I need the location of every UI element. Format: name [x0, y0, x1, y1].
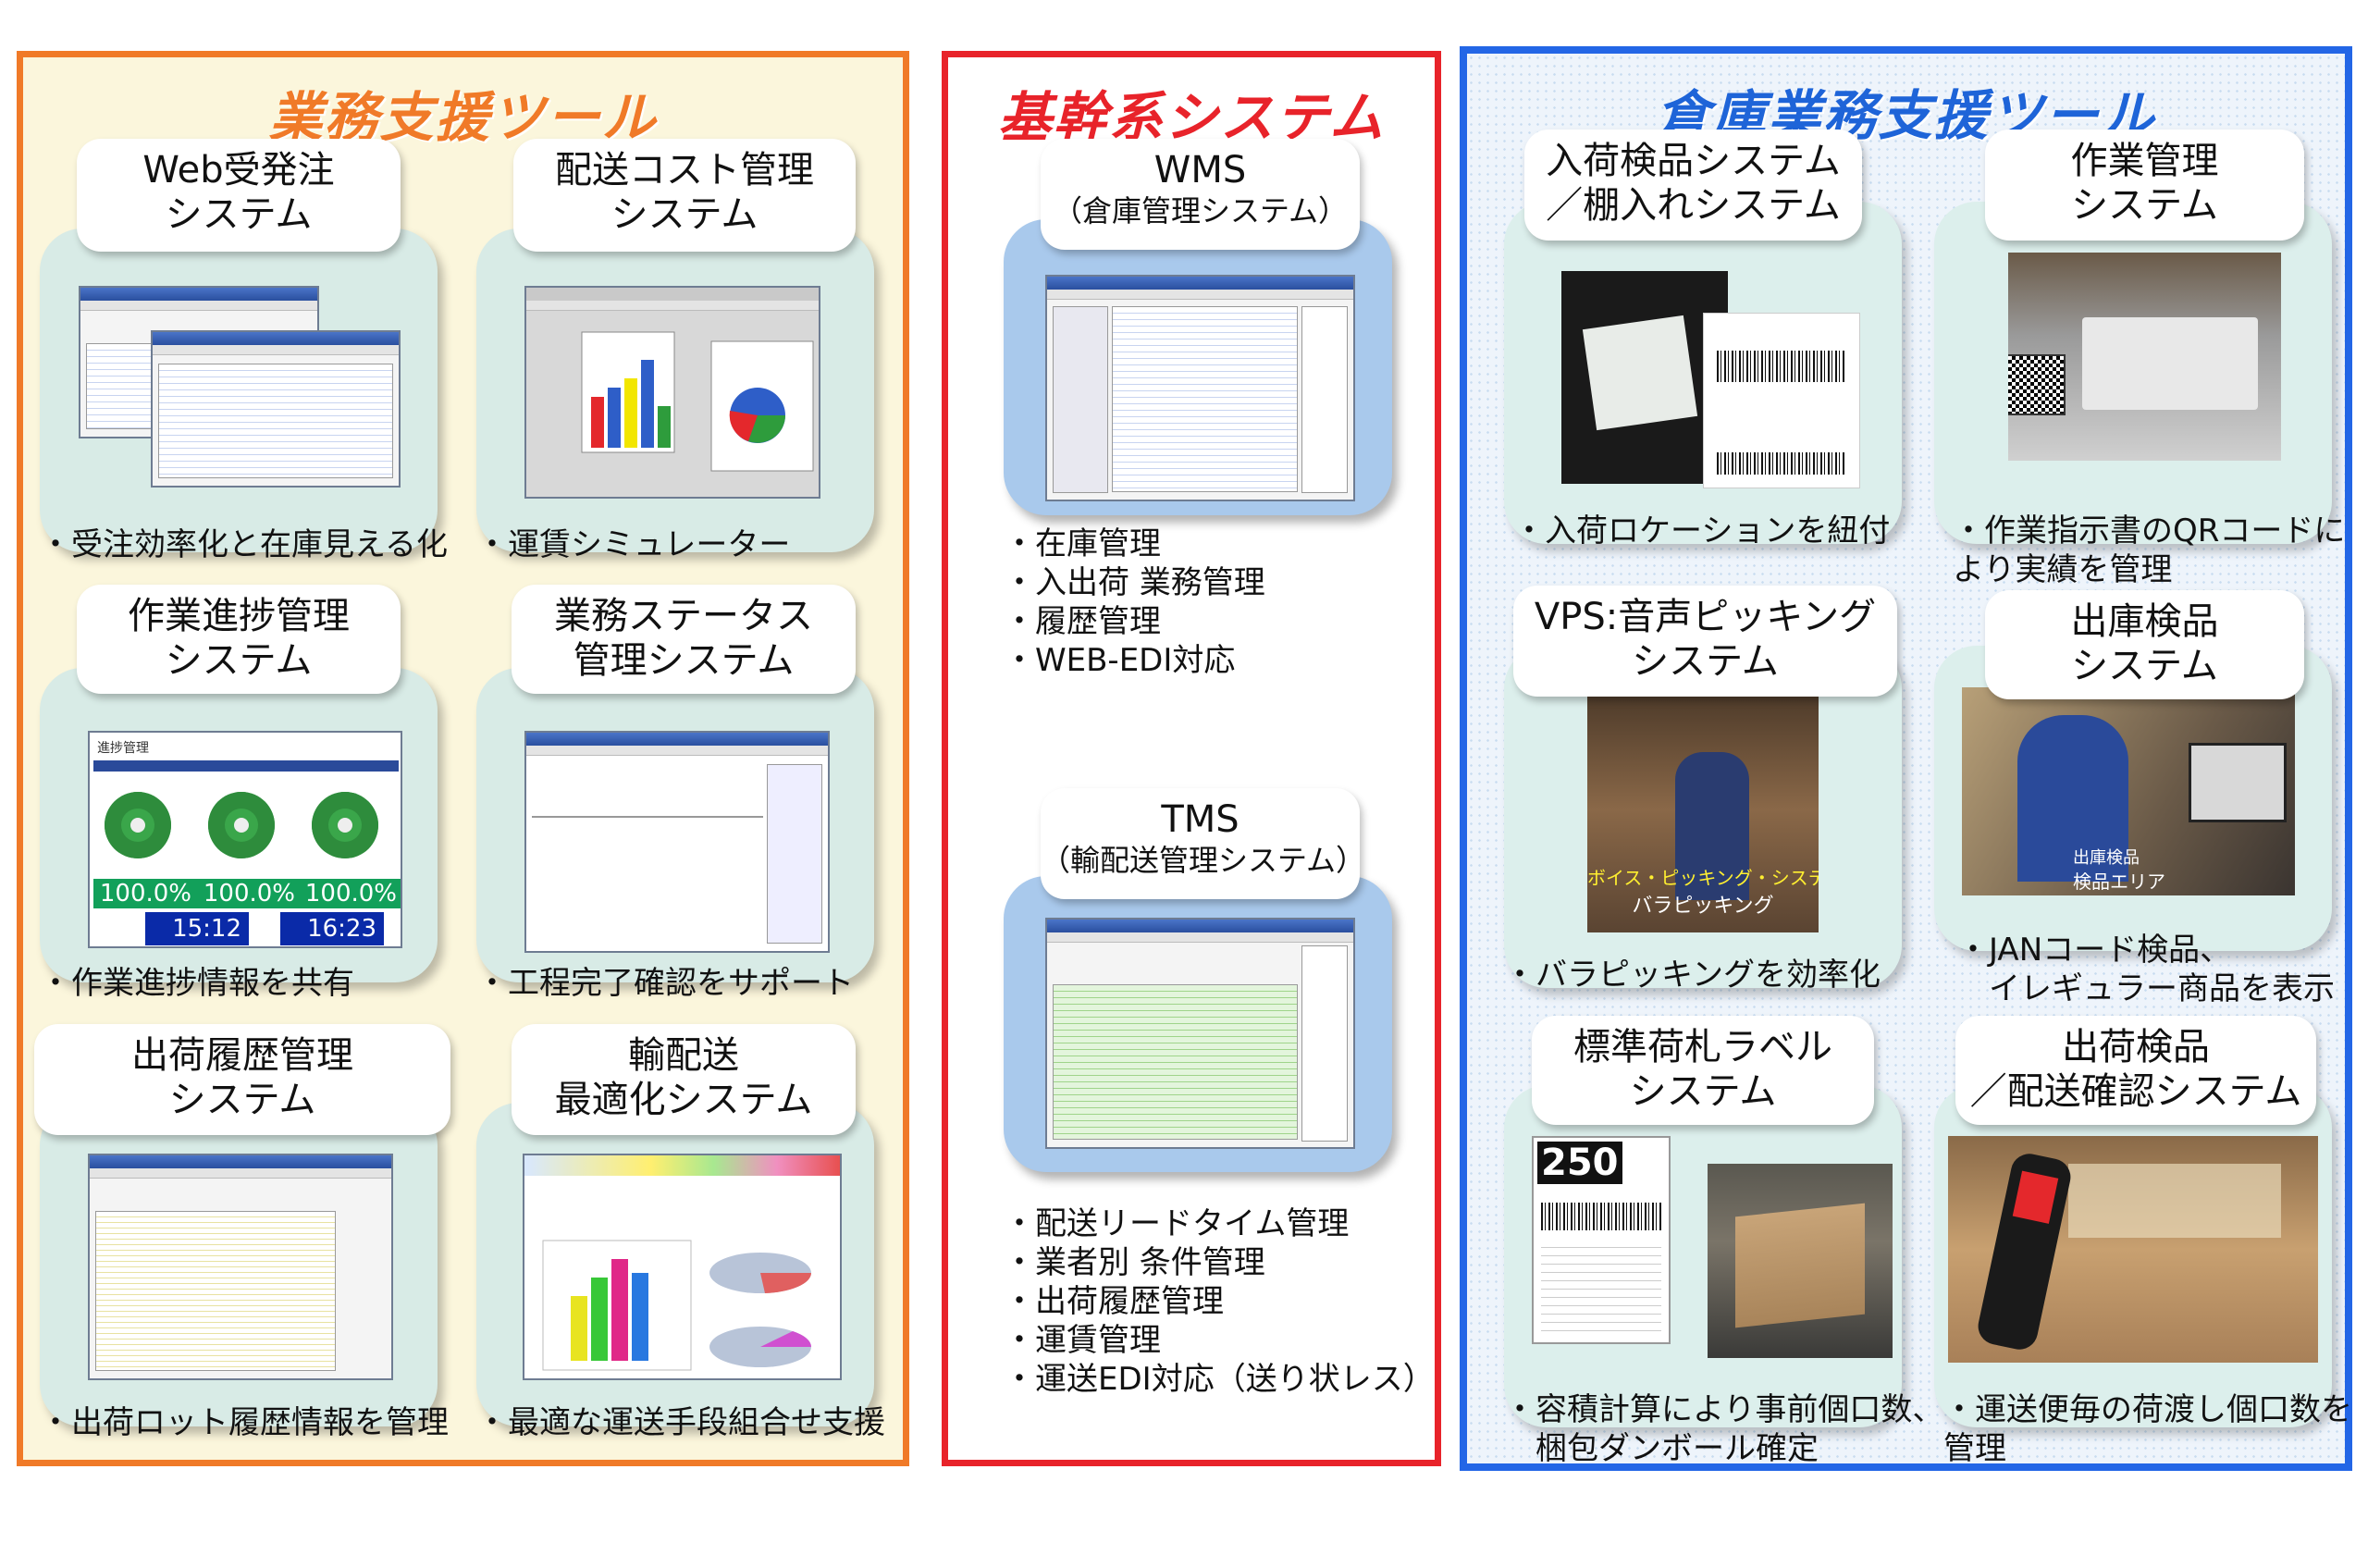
- core-system-panel: 基幹系システム WMS（倉庫管理システム） ・在庫管理 ・入出荷 業務管理 ・履…: [942, 51, 1441, 1466]
- progress-dial-2: [208, 792, 275, 858]
- tms-screenshot: [1045, 918, 1355, 1149]
- progress-percent-2: 100.0%: [197, 879, 301, 908]
- work-management-bullet: ・作業指示書のQRコードに より実績を管理: [1953, 512, 2346, 588]
- progress-dial-3: [312, 792, 378, 858]
- shipping-history-label: 出荷履歴管理システム: [34, 1024, 450, 1135]
- tms-bullets: ・配送リードタイム管理 ・業者別 条件管理 ・出荷履歴管理 ・運賃管理 ・運送E…: [1004, 1204, 1435, 1399]
- vps-photo: ボイス・ピッキング・システム）による バラピッキング: [1587, 687, 1819, 932]
- wms-bullet-3: ・履歴管理: [1004, 603, 1161, 640]
- wms-bullets: ・在庫管理 ・入出荷 業務管理 ・履歴管理 ・WEB-EDI対応: [1004, 525, 1265, 680]
- warehouse-support-tools-panel: 倉庫業務支援ツール 入荷検品システム／棚入れシステム ・入荷ロケーションを紐付 …: [1460, 46, 2352, 1471]
- work-management-card: [1934, 202, 2332, 544]
- wms-screenshot: [1045, 275, 1355, 501]
- receiving-photo-label: [1703, 313, 1860, 488]
- delivery-cost-screenshot: [524, 286, 820, 499]
- panel-title: 基幹系システム: [997, 86, 1386, 149]
- web-order-screenshot-2: [151, 330, 401, 488]
- status-bullet: ・工程完了確認をサポート: [476, 965, 854, 1002]
- work-management-label: 作業管理システム: [1985, 130, 2304, 241]
- tms-label: TMS（輸配送管理システム）: [1041, 788, 1365, 899]
- vps-card: ボイス・ピッキング・システム）による バラピッキング: [1504, 646, 1902, 988]
- status-card: [476, 668, 874, 982]
- status-label: 業務ステータス管理システム: [512, 585, 856, 694]
- tms-bullet-3: ・出荷履歴管理: [1004, 1283, 1224, 1320]
- progress-dial-1: [105, 792, 171, 858]
- status-screenshot: [524, 731, 830, 953]
- web-order-bullet: ・受注効率化と在庫見える化: [40, 526, 448, 563]
- progress-bullet: ・作業進捗情報を共有: [40, 965, 354, 1002]
- web-order-card: [40, 228, 438, 552]
- tms-bullet-1: ・配送リードタイム管理: [1004, 1205, 1350, 1242]
- shipping-history-card: [40, 1103, 438, 1426]
- shipping-inspection-card: [1934, 1085, 2332, 1427]
- wms-bullet-4: ・WEB-EDI対応: [1004, 642, 1236, 679]
- transport-optimize-bullet: ・最適な運送手段組合せ支援: [476, 1404, 885, 1441]
- standard-label-card: 250: [1504, 1085, 1902, 1427]
- delivery-cost-card: [476, 228, 874, 552]
- shipping-label-photo: 250: [1532, 1136, 1671, 1344]
- outbound-inspection-photo: 出庫検品 検品エリア: [1962, 687, 2295, 895]
- vps-bullet: ・バラピッキングを効率化: [1504, 957, 1881, 994]
- wms-bullet-1: ・在庫管理: [1004, 525, 1161, 562]
- progress-screenshot: 進捗管理 100.0% 100.0% 100.0% 15:12 16:23: [88, 731, 402, 948]
- progress-percent-3: 100.0%: [299, 879, 401, 908]
- handheld-scanner-photo: [1948, 1136, 2318, 1363]
- shipping-history-bullet: ・出荷ロット履歴情報を管理: [40, 1404, 449, 1441]
- transport-optimize-screenshot: [523, 1154, 842, 1380]
- receiving-label: 入荷検品システム／棚入れシステム: [1524, 130, 1862, 241]
- standard-label-bullet: ・容積計算により事前個口数、 梱包ダンボール確定: [1504, 1391, 1944, 1467]
- progress-label: 作業進捗管理システム: [77, 585, 401, 694]
- tms-card: [1004, 876, 1392, 1172]
- transport-optimize-card: [476, 1103, 874, 1426]
- tms-bullet-5: ・運送EDI対応（送り状レス）: [1004, 1361, 1435, 1398]
- vps-label: VPS:音声ピッキングシステム: [1513, 586, 1897, 697]
- outbound-inspection-bullet: ・JANコード検品、 イレギュラー商品を表示: [1957, 932, 2335, 1007]
- tms-bullet-4: ・運賃管理: [1004, 1322, 1161, 1359]
- panel-title: 業務支援ツール: [268, 86, 658, 149]
- wms-bullet-2: ・入出荷 業務管理: [1004, 564, 1265, 601]
- receiving-bullet: ・入荷ロケーションを紐付: [1513, 512, 1891, 549]
- shipping-history-screenshot: [88, 1154, 393, 1380]
- delivery-cost-label: 配送コスト管理システム: [513, 139, 856, 252]
- progress-time-1: 15:12: [145, 912, 249, 945]
- wms-label: WMS（倉庫管理システム）: [1041, 139, 1360, 250]
- tms-bullet-2: ・業者別 条件管理: [1004, 1244, 1265, 1281]
- standard-label-label: 標準荷札ラベルシステム: [1532, 1016, 1874, 1125]
- receiving-photo-terminal: [1561, 271, 1728, 484]
- cardboard-box-photo: [1708, 1164, 1893, 1358]
- transport-optimize-label: 輸配送最適化システム: [512, 1024, 856, 1135]
- cost-chart-graphic: [581, 331, 814, 472]
- work-management-photo: [2008, 253, 2281, 461]
- receiving-card: [1504, 202, 1902, 544]
- progress-time-2: 16:23: [280, 912, 384, 945]
- progress-percent-1: 100.0%: [93, 879, 197, 908]
- web-order-label: Web受発注システム: [77, 139, 401, 252]
- shipping-inspection-label: 出荷検品／配送確認システム: [1955, 1016, 2316, 1125]
- wms-card: [1004, 219, 1392, 515]
- delivery-cost-bullet: ・運賃シミュレーター: [476, 526, 791, 563]
- business-support-tools-panel: 業務支援ツール Web受発注システム ・受注効率化と在庫見える化: [17, 51, 909, 1466]
- progress-card: 進捗管理 100.0% 100.0% 100.0% 15:12 16:23: [40, 668, 438, 982]
- outbound-inspection-label: 出庫検品システム: [1985, 590, 2304, 699]
- transport-chart-graphic: [542, 1240, 812, 1371]
- shipping-inspection-bullet: ・運送便毎の荷渡し個口数を 管理: [1943, 1391, 2352, 1467]
